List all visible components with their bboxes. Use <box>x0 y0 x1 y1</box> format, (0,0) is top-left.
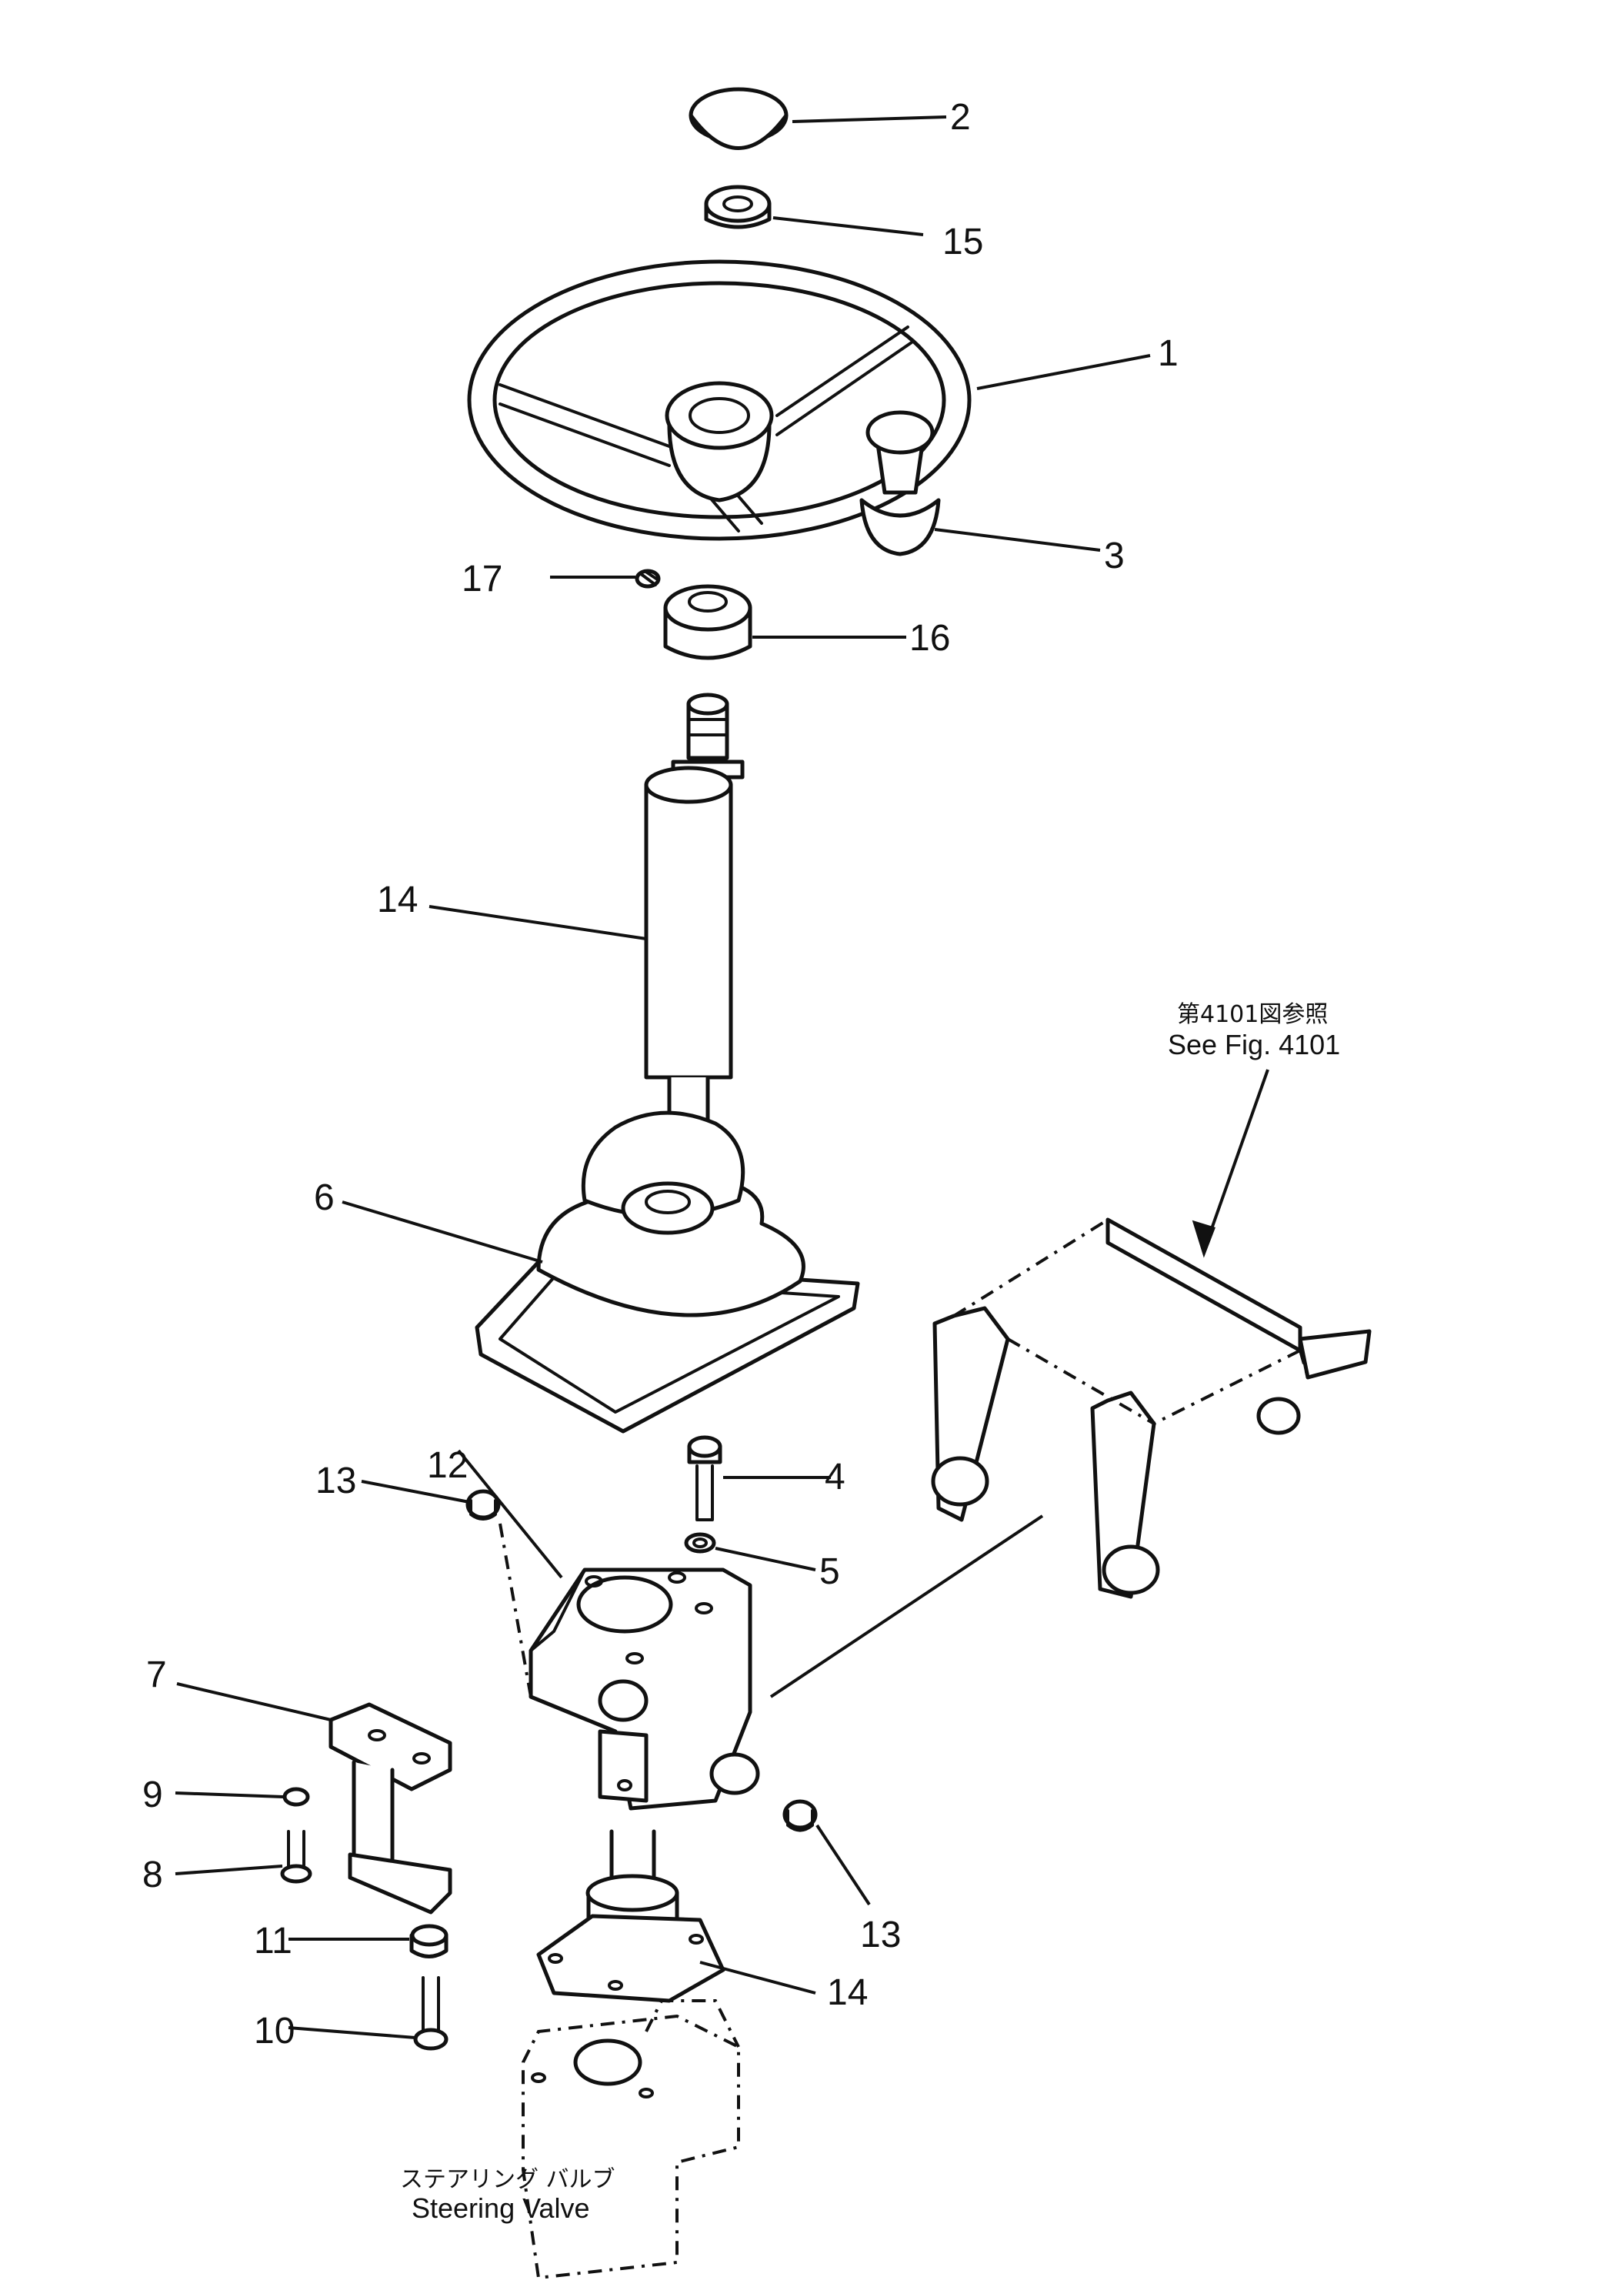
callout-10: 10 <box>254 2011 295 2052</box>
callout-13-left: 13 <box>315 1461 356 1501</box>
steering-wheel <box>467 259 972 541</box>
column-housing <box>499 1523 760 1811</box>
callout-17: 17 <box>462 559 502 599</box>
callout-3: 3 <box>1104 536 1125 576</box>
steering-valve <box>522 1999 740 2280</box>
callout-4: 4 <box>825 1457 845 1497</box>
callout-12: 12 <box>427 1445 468 1486</box>
reference-note-en: See Fig. 4101 <box>1168 1029 1340 1060</box>
horn-cap <box>689 87 789 150</box>
steering-column-lower <box>536 1829 725 2003</box>
washer-9 <box>282 1787 310 1807</box>
callout-8: 8 <box>142 1855 163 1895</box>
boot <box>475 1110 860 1434</box>
bolt-8 <box>280 1830 312 1884</box>
column-bracket <box>931 1217 1372 1599</box>
leader-lines <box>175 115 1151 2039</box>
callout-16: 16 <box>909 618 950 659</box>
bushing-13-right <box>782 1799 818 1832</box>
callout-5: 5 <box>819 1551 840 1592</box>
reference-arrow <box>1192 1069 1269 1258</box>
callout-7: 7 <box>146 1654 167 1695</box>
callout-14-upper: 14 <box>377 880 418 920</box>
reference-note-jp: 第4101図参照 <box>1177 1001 1328 1028</box>
callout-1: 1 <box>1158 333 1179 374</box>
callout-13-right: 13 <box>860 1915 901 1955</box>
bushing-13-left <box>465 1489 501 1521</box>
callout-2: 2 <box>950 97 971 138</box>
steering-valve-label-jp: ステアリング バルブ <box>400 2166 615 2193</box>
callout-11: 11 <box>254 1921 292 1961</box>
washer-5 <box>684 1532 716 1554</box>
callout-15: 15 <box>942 222 983 262</box>
callout-14-lower: 14 <box>827 1972 868 2013</box>
callout-6: 6 <box>314 1177 335 1218</box>
stay <box>328 1702 452 1915</box>
bushing <box>663 584 752 660</box>
callout-9: 9 <box>142 1775 163 1815</box>
bolt-4 <box>687 1435 722 1521</box>
set-screw <box>635 569 661 589</box>
steering-column <box>644 693 745 1126</box>
nut-11 <box>409 1924 449 1958</box>
nut-15 <box>704 185 772 229</box>
bolt-10 <box>413 1976 449 2051</box>
steering-valve-label-en: Steering Valve <box>412 2192 589 2224</box>
spinner-knob <box>859 410 941 556</box>
